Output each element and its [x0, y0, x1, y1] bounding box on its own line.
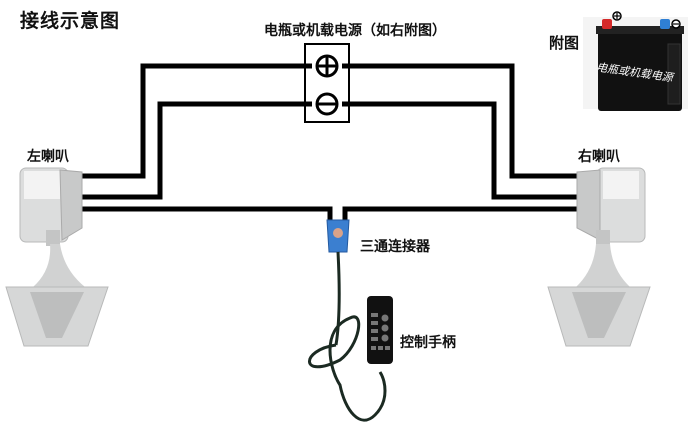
left-speaker-label: 左喇叭 — [27, 149, 69, 165]
battery-image: 电瓶或机载电源 — [583, 11, 688, 111]
positive-terminal-icon — [315, 54, 339, 78]
connector-label: 三通连接器 — [360, 239, 430, 255]
wire-right-control — [342, 206, 577, 222]
controller-handset-image — [367, 296, 393, 364]
power-source-label: 电瓶或机载电源（如右附图） — [264, 23, 446, 39]
controller-cable — [308, 251, 387, 422]
right-speaker-image — [547, 167, 651, 347]
controller-label: 控制手柄 — [400, 335, 456, 351]
diagram-title: 接线示意图 — [20, 10, 121, 32]
wire-left-control — [82, 206, 333, 222]
wire-left-positive — [82, 63, 308, 179]
wire-right-negative — [347, 101, 577, 200]
wire-right-positive — [347, 63, 577, 179]
tee-connector-image — [326, 219, 350, 253]
right-speaker-label: 右喇叭 — [578, 149, 620, 165]
negative-terminal-icon — [315, 92, 339, 116]
wire-left-negative — [82, 101, 308, 200]
power-terminal-box — [300, 43, 355, 123]
left-speaker-image — [5, 167, 109, 347]
appendix-label: 附图 — [549, 34, 580, 52]
